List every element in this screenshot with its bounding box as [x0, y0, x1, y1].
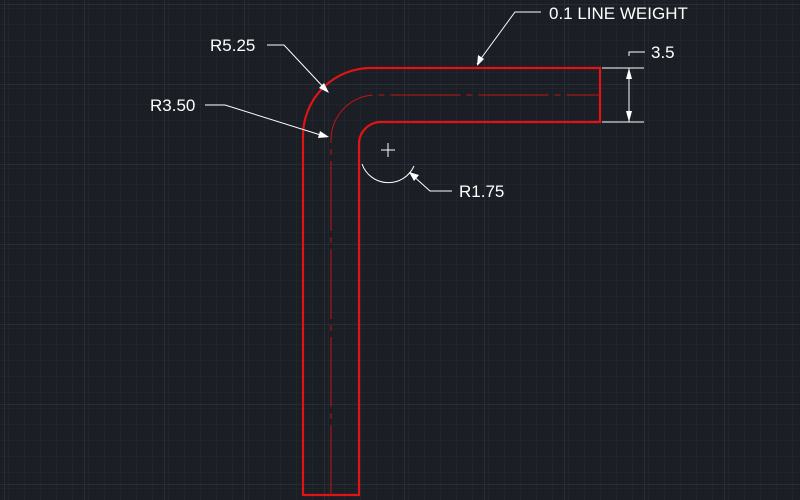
inner-radius-leader [409, 172, 452, 192]
thickness-dimension [602, 51, 645, 123]
outer-radius-leader [267, 44, 329, 93]
thickness-label[interactable]: 3.5 [651, 43, 675, 62]
line-weight-leader [476, 11, 541, 66]
inner-radius-label[interactable]: R1.75 [459, 182, 504, 201]
outer-radius-label[interactable]: R5.25 [210, 36, 255, 55]
bend-centerline [330, 94, 600, 495]
inner-radius-arc [361, 163, 415, 184]
center-radius-leader [205, 104, 329, 138]
center-radius-label[interactable]: R3.50 [150, 96, 195, 115]
bent-bar-outline[interactable] [301, 66, 602, 497]
line-weight-label[interactable]: 0.1 LINE WEIGHT [549, 4, 688, 23]
